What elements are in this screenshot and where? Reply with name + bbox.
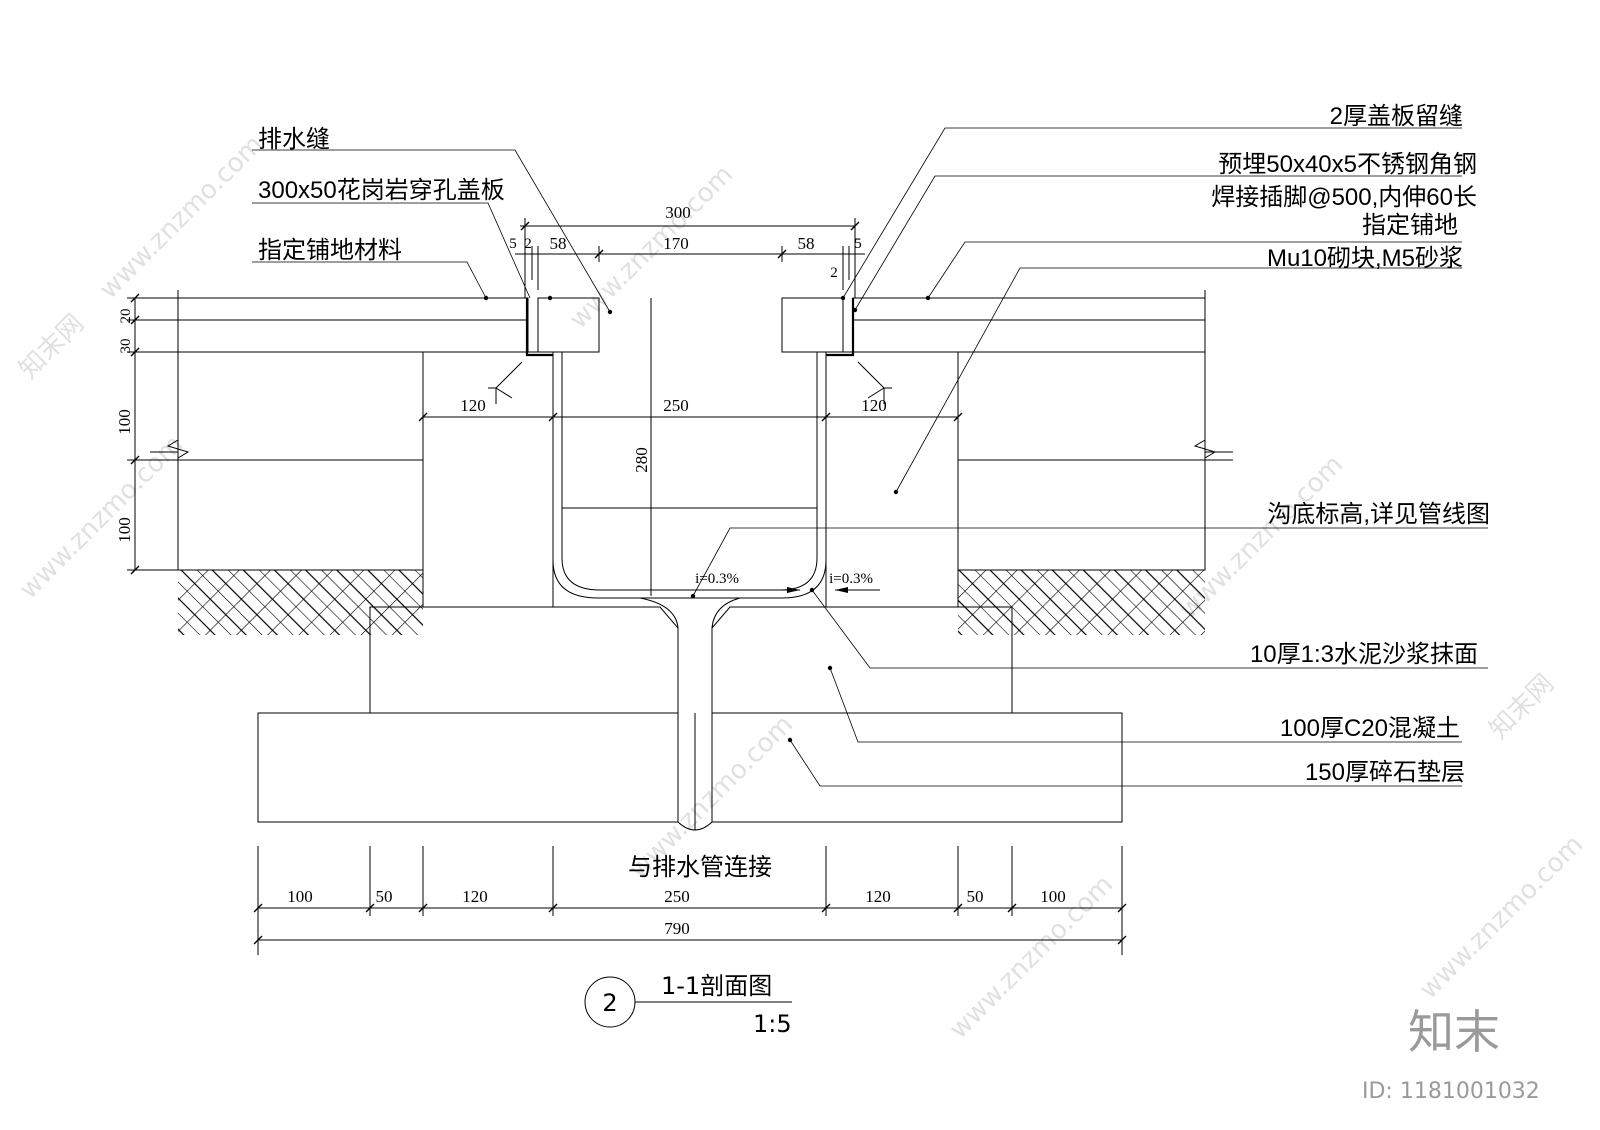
angle-steel-left [525, 298, 553, 357]
label-granite-cover: 300x50花岗岩穿孔盖板 [258, 177, 505, 204]
paving-layer-left [177, 297, 529, 321]
dim-top-5-left: 5 [509, 236, 517, 252]
label-gravel: 150厚碎石垫层 [1305, 759, 1465, 786]
leader-lines [252, 127, 1488, 787]
granite-cover-right [781, 297, 844, 353]
title-name: 1-1剖面图 [661, 972, 772, 1000]
watermark-text: 知末网 [1484, 669, 1560, 745]
dim-bottom-120-left: 120 [462, 887, 488, 906]
dim-top-58-right: 58 [798, 234, 815, 253]
dim-bottom-120-right: 120 [865, 887, 891, 906]
brand-logo: 知末 [1408, 1005, 1500, 1059]
dim-top-5-right: 5 [854, 236, 862, 252]
label-drain-slot: 排水缝 [258, 126, 330, 153]
concrete-slab [369, 606, 1013, 714]
mortar-bed-right [852, 319, 1206, 353]
title-number: 2 [602, 989, 617, 1017]
dim-inner-120-left: 120 [460, 396, 486, 415]
dim-layer-100b: 100 [115, 517, 134, 543]
slope-label-right: i=0.3% [829, 571, 873, 587]
dim-bottom-50-left: 50 [376, 887, 393, 906]
dim-top-2-right: 2 [830, 265, 838, 281]
label-pipe: 与排水管连接 [628, 854, 772, 881]
paving-layer-right [852, 297, 1206, 321]
dim-bottom-total: 790 [664, 919, 690, 938]
concrete-base-right [957, 351, 1206, 461]
dim-layer-100: 100 [115, 409, 134, 435]
slope-label-left: i=0.3% [695, 571, 739, 587]
label-concrete: 100厚C20混凝土 [1280, 715, 1460, 742]
label-angle-steel-1: 预埋50x40x5不锈钢角钢 [1218, 151, 1477, 178]
dim-inner-120-right: 120 [861, 396, 887, 415]
dim-bottom-100-left: 100 [287, 887, 313, 906]
angle-steel-right [826, 298, 855, 357]
break-tick-left [150, 451, 178, 461]
watermark-text: www.znzmo.com [94, 130, 269, 305]
granite-cover-left [537, 297, 600, 353]
mortar-bed-left [177, 319, 529, 353]
drawing-title: 2 1-1剖面图 1:5 [584, 972, 792, 1038]
break-line-left [166, 290, 190, 570]
left-dimensions: 20 30 100 100 [115, 297, 178, 571]
dim-top-2-left: 2 [524, 236, 532, 252]
label-angle-steel-2: 焊接插脚@500,内伸60长 [1211, 184, 1477, 211]
dim-layer-30: 30 [118, 339, 134, 354]
label-cover-gap: 2厚盖板留缝 [1330, 103, 1463, 130]
dim-inner-250: 250 [663, 396, 689, 415]
inner-dimensions: 120 250 120 280 [423, 396, 958, 473]
label-plaster: 10厚1:3水泥沙浆抹面 [1250, 641, 1478, 668]
break-line-right [1193, 290, 1217, 570]
watermark-text: www.znzmo.com [1414, 830, 1589, 1005]
earth-left [178, 570, 423, 635]
dim-bottom-100-right: 100 [1040, 887, 1066, 906]
dimension-ticks [130, 221, 1127, 945]
dim-top-total: 300 [665, 203, 691, 222]
label-paving-material: 指定铺地材料 [258, 237, 402, 264]
title-scale: 1:5 [753, 1010, 792, 1038]
earth-right [958, 570, 1205, 635]
masonry-wall-right [825, 351, 959, 608]
dim-layer-20: 20 [118, 309, 134, 324]
label-paving: 指定铺地 [1362, 212, 1458, 239]
anchor-leg-left [488, 361, 523, 404]
watermark-text: 知末网 [14, 309, 90, 385]
watermark-text: www.znzmo.com [14, 430, 189, 605]
break-tick-right [1205, 451, 1233, 461]
gravel-base-left [177, 459, 424, 571]
label-masonry: Mu10砌块,M5砂浆 [1267, 245, 1463, 272]
dim-depth-280: 280 [632, 447, 651, 473]
bottom-dimensions: 100 50 120 250 120 50 100 790 [257, 846, 1123, 955]
annotations: 排水缝 300x50花岗岩穿孔盖板 指定铺地材料 2厚盖板留缝 预埋50x40x… [258, 103, 1490, 881]
trench-lining [552, 351, 827, 599]
dim-top-58-left: 58 [550, 234, 567, 253]
pipe-funnel [639, 597, 741, 629]
dim-top-170: 170 [663, 234, 689, 253]
image-id: ID: 1181001032 [1362, 1079, 1540, 1104]
label-trench-bottom: 沟底标高,详见管线图 [1267, 501, 1490, 528]
top-dimensions: 300 5 2 58 170 58 2 5 [509, 203, 865, 298]
dim-bottom-250: 250 [664, 887, 690, 906]
dim-bottom-50-right: 50 [967, 887, 984, 906]
anchor-leg-right [857, 361, 892, 404]
masonry-wall-left [422, 351, 554, 608]
gravel-base-right [957, 459, 1206, 571]
concrete-base-left [177, 351, 424, 461]
